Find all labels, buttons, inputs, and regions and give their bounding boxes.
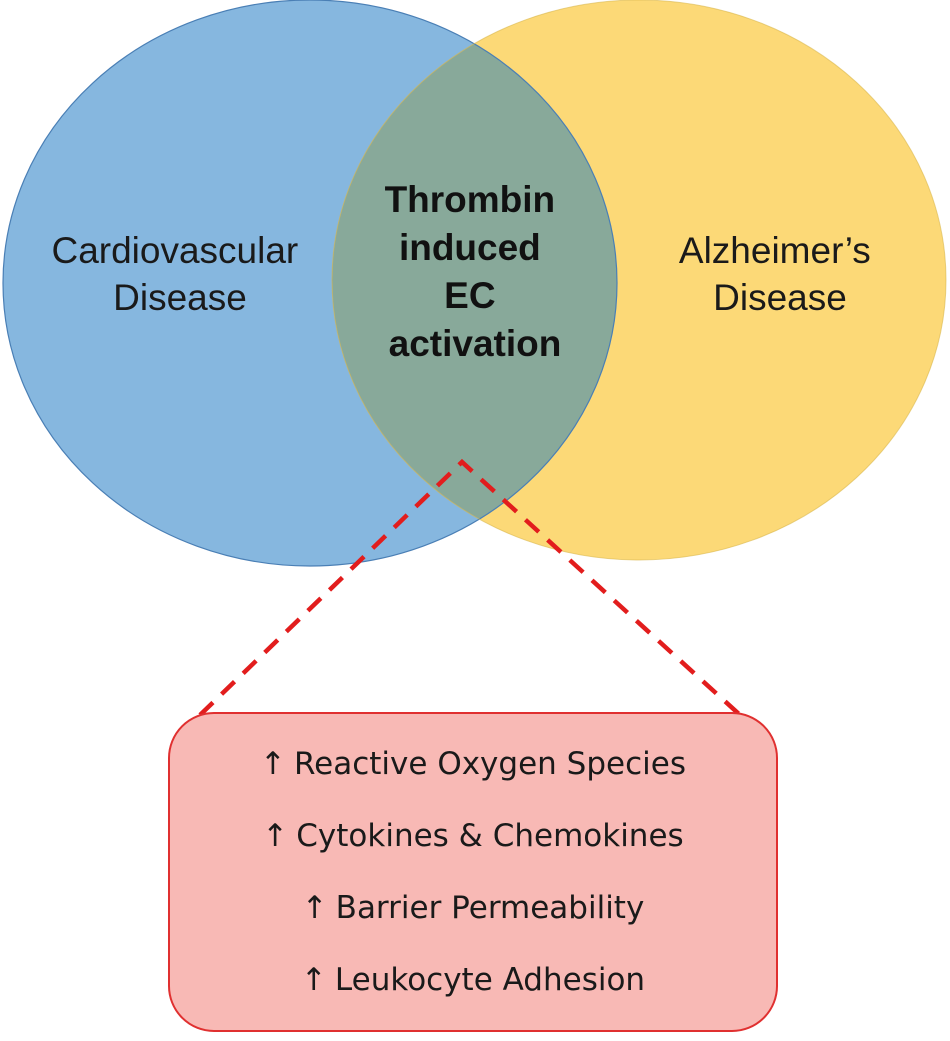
overlap-region bbox=[332, 0, 617, 560]
up-arrow-icon: ↑ bbox=[301, 890, 328, 926]
cardiovascular-outline bbox=[2, 0, 618, 567]
alzheimers-label-line-1: Alzheimer’s bbox=[679, 230, 871, 271]
overlap-label-line-2: induced bbox=[399, 227, 541, 268]
cardiovascular-label-line-2: Disease bbox=[113, 277, 247, 318]
effect-item-barrier-permeability: ↑Barrier Permeability bbox=[302, 872, 645, 944]
effects-box: ↑Reactive Oxygen Species ↑Cytokines & Ch… bbox=[168, 712, 778, 1032]
alzheimers-label: Alzheimer’s Disease bbox=[679, 230, 881, 318]
effect-item-reactive-oxygen-species: ↑Reactive Oxygen Species bbox=[260, 728, 686, 800]
zoom-connector bbox=[198, 458, 742, 717]
overlap-label-line-4: activation bbox=[389, 323, 562, 364]
overlap-label: Thrombin induced EC activation bbox=[385, 179, 566, 364]
overlap-label-line-1: Thrombin bbox=[385, 179, 556, 220]
effect-item-label: Reactive Oxygen Species bbox=[294, 746, 686, 782]
up-arrow-icon: ↑ bbox=[262, 818, 289, 854]
effect-item-leukocyte-adhesion: ↑Leukocyte Adhesion bbox=[301, 944, 645, 1016]
effect-item-label: Cytokines & Chemokines bbox=[296, 818, 684, 854]
effect-item-label: Leukocyte Adhesion bbox=[334, 962, 646, 998]
effect-item-label: Barrier Permeability bbox=[335, 890, 645, 926]
effect-item-cytokines-chemokines: ↑Cytokines & Chemokines bbox=[262, 800, 683, 872]
up-arrow-icon: ↑ bbox=[260, 746, 287, 782]
up-arrow-icon: ↑ bbox=[300, 962, 327, 998]
cardiovascular-label: Cardiovascular Disease bbox=[51, 230, 308, 318]
cardiovascular-label-line-1: Cardiovascular bbox=[51, 230, 298, 271]
alzheimers-label-line-2: Disease bbox=[713, 277, 847, 318]
overlap-label-line-3: EC bbox=[444, 275, 495, 316]
alzheimers-outline bbox=[331, 0, 947, 561]
